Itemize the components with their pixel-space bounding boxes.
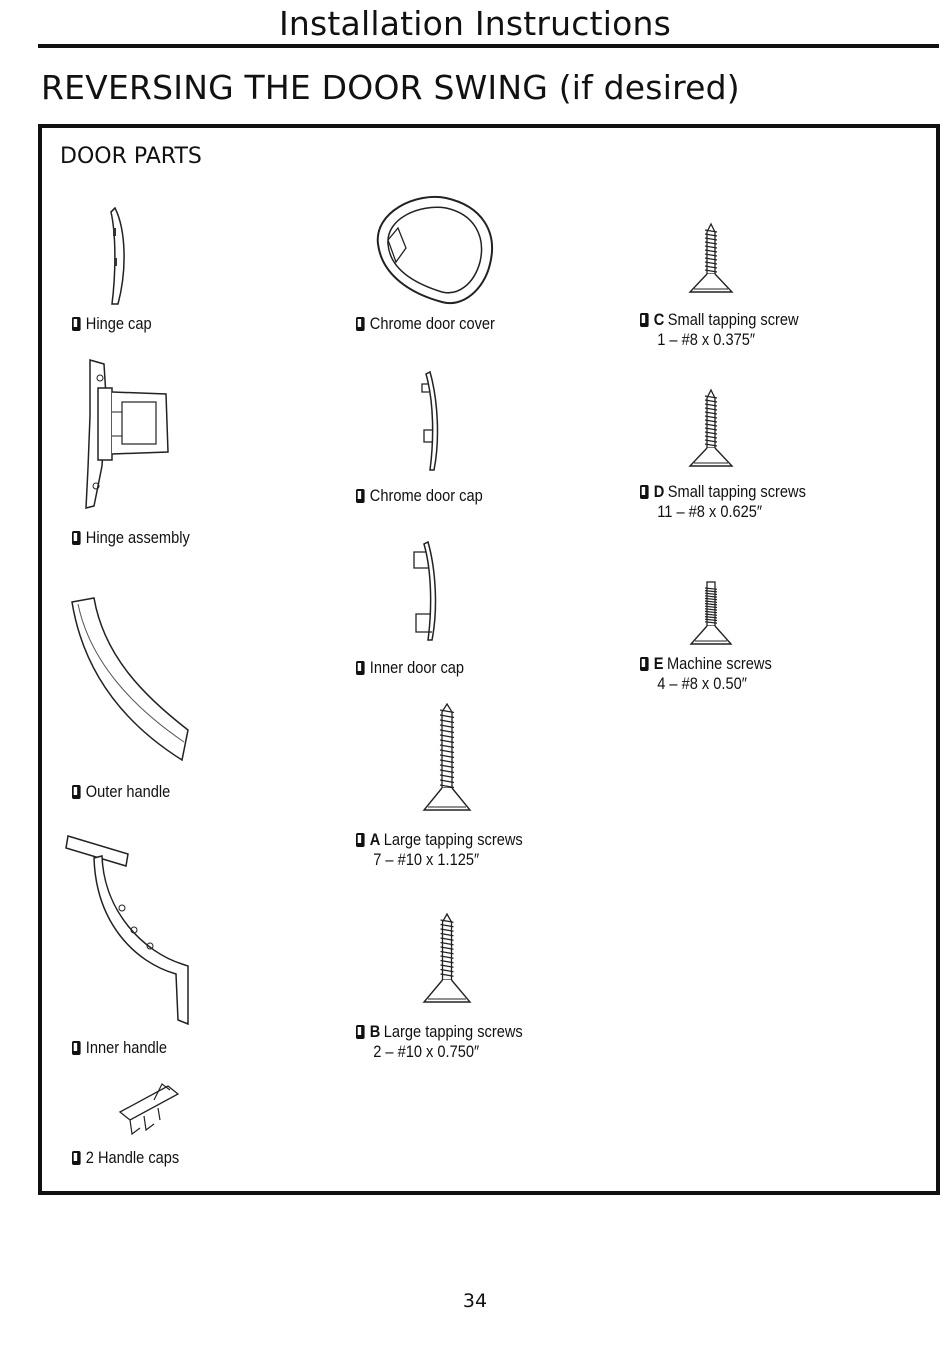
part-label: Hinge assembly bbox=[85, 528, 190, 547]
screw-b-illustration bbox=[422, 912, 472, 1003]
checkbox-icon bbox=[356, 489, 365, 503]
part-label: Small tapping screws bbox=[667, 482, 806, 501]
screw-e-illustration bbox=[689, 581, 733, 645]
part-hinge-assembly: Hinge assembly bbox=[72, 528, 190, 548]
part-inner-door-cap: Inner door cap bbox=[356, 658, 464, 678]
checkbox-icon bbox=[356, 833, 365, 847]
part-spec: 1 – #8 x 0.375″ bbox=[657, 330, 756, 349]
part-outer-handle: Outer handle bbox=[72, 782, 170, 802]
part-chrome-door-cap: Chrome door cap bbox=[356, 486, 483, 506]
part-label: Hinge cap bbox=[85, 314, 152, 333]
checkbox-icon bbox=[72, 531, 81, 545]
part-label: Large tapping screws bbox=[383, 830, 523, 849]
hinge-assembly-illustration bbox=[85, 359, 169, 509]
part-spec: 11 – #8 x 0.625″ bbox=[657, 502, 763, 521]
part-chrome-door-cover: Chrome door cover bbox=[356, 314, 495, 334]
part-label: Small tapping screw bbox=[667, 310, 799, 329]
checkbox-icon bbox=[72, 317, 81, 331]
part-letter: E bbox=[653, 654, 664, 673]
part-label: Inner handle bbox=[85, 1038, 168, 1057]
checkbox-icon bbox=[640, 313, 649, 327]
checkbox-icon bbox=[356, 661, 365, 675]
handle-caps-illustration bbox=[118, 1083, 180, 1136]
part-spec: 7 – #10 x 1.125″ bbox=[373, 850, 480, 869]
part-letter: B bbox=[369, 1022, 381, 1041]
part-label: Inner door cap bbox=[369, 658, 465, 677]
part-label: Machine screws bbox=[666, 654, 772, 673]
part-letter: C bbox=[653, 310, 665, 329]
part-label: 2 Handle caps bbox=[85, 1148, 180, 1167]
outer-handle-illustration bbox=[71, 597, 189, 762]
screw-d-illustration bbox=[688, 388, 734, 467]
screw-c-illustration bbox=[688, 222, 734, 293]
part-spec: 2 – #10 x 0.750″ bbox=[373, 1042, 480, 1061]
part-label: Outer handle bbox=[85, 782, 171, 801]
inner-door-cap-illustration bbox=[413, 540, 437, 641]
checkbox-icon bbox=[72, 1041, 81, 1055]
part-letter: A bbox=[369, 830, 381, 849]
part-hinge-cap: Hinge cap bbox=[72, 314, 152, 334]
part-label: Chrome door cover bbox=[369, 314, 495, 333]
inner-handle-illustration bbox=[65, 835, 189, 1026]
chrome-door-cover-illustration bbox=[376, 195, 494, 305]
door-parts-title: DOOR PARTS bbox=[60, 144, 202, 169]
part-letter: D bbox=[653, 482, 665, 501]
part-spec: 4 – #8 x 0.50″ bbox=[657, 674, 747, 693]
hinge-cap-illustration bbox=[110, 206, 125, 305]
part-label: Chrome door cap bbox=[369, 486, 483, 505]
checkbox-icon bbox=[72, 1151, 81, 1165]
door-parts-panel bbox=[38, 124, 940, 1195]
part-handle-caps: 2 Handle caps bbox=[72, 1148, 179, 1168]
checkbox-icon bbox=[356, 1025, 365, 1039]
section-title: REVERSING THE DOOR SWING (if desired) bbox=[41, 68, 740, 107]
page-header-title: Installation Instructions bbox=[278, 4, 672, 43]
checkbox-icon bbox=[356, 317, 365, 331]
page-number: 34 bbox=[462, 1290, 488, 1312]
part-inner-handle: Inner handle bbox=[72, 1038, 167, 1058]
header-rule bbox=[38, 44, 939, 48]
checkbox-icon bbox=[640, 485, 649, 499]
checkbox-icon bbox=[72, 785, 81, 799]
chrome-door-cap-illustration bbox=[421, 370, 439, 471]
part-label: Large tapping screws bbox=[383, 1022, 523, 1041]
checkbox-icon bbox=[640, 657, 649, 671]
screw-a-illustration bbox=[422, 702, 472, 811]
